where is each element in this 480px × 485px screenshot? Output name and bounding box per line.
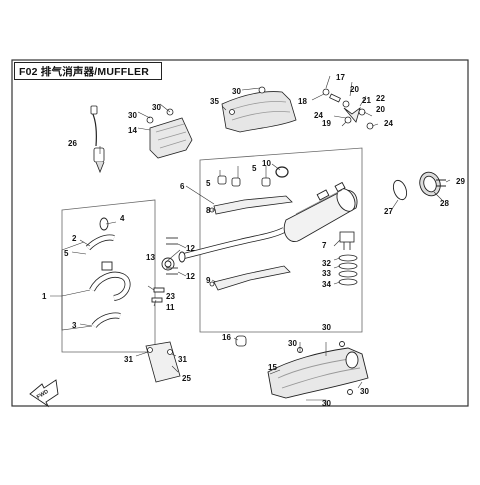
callout-30b: 30	[152, 103, 161, 112]
muffler-body-part	[283, 181, 358, 242]
support-bracket-part	[145, 341, 181, 383]
leader-lines	[50, 75, 451, 406]
clamp-parts	[217, 175, 271, 187]
callout-12b: 12	[186, 272, 195, 281]
callout-20b: 20	[376, 105, 385, 114]
callout-16: 16	[222, 333, 231, 342]
callout-26: 26	[68, 139, 77, 148]
callout-10: 10	[262, 159, 271, 168]
upper-heat-shield-part	[221, 86, 297, 133]
callout-31b: 31	[178, 355, 187, 364]
callout-5c: 5	[252, 164, 257, 173]
callout-labels: 1 2 3 4 5 5 5 6 7 8 9 10 11 12 12 13 14 …	[42, 73, 465, 408]
muffler-hanger-part	[338, 231, 358, 286]
end-cap-parts	[392, 171, 446, 201]
callout-27: 27	[384, 207, 393, 216]
gasket-ring-part	[275, 166, 289, 178]
callout-30c: 30	[232, 87, 241, 96]
mid-exhaust-pipe-part	[178, 227, 286, 263]
callout-24b: 24	[384, 119, 393, 128]
callout-3: 3	[72, 321, 77, 330]
callout-13: 13	[146, 253, 155, 262]
outer-border	[11, 59, 469, 407]
callout-1: 1	[42, 292, 47, 301]
callout-22: 22	[376, 94, 385, 103]
callout-5a: 5	[64, 249, 69, 258]
callout-15: 15	[268, 363, 277, 372]
callout-12a: 12	[186, 244, 195, 253]
callout-23: 23	[166, 292, 175, 301]
callout-32: 32	[322, 259, 331, 268]
forward-direction-icon: FWD	[29, 379, 59, 408]
callout-25: 25	[182, 374, 191, 383]
callout-30f: 30	[360, 387, 369, 396]
fwd-label: FWD	[36, 389, 50, 401]
callout-4: 4	[120, 214, 125, 223]
callout-9: 9	[206, 276, 211, 285]
callout-6: 6	[180, 182, 185, 191]
hanger-hardware-parts	[322, 88, 374, 130]
callout-17: 17	[336, 73, 345, 82]
callout-31a: 31	[124, 355, 133, 364]
lower-heat-shield-part	[267, 341, 369, 399]
callout-30e: 30	[288, 339, 297, 348]
mounting-bracket-lower-part	[209, 265, 291, 291]
callout-35: 35	[210, 97, 219, 106]
front-exhaust-pipe-parts	[85, 217, 178, 328]
callout-30a: 30	[128, 111, 137, 120]
callout-2: 2	[72, 234, 77, 243]
callout-19: 19	[322, 119, 331, 128]
callout-33: 33	[322, 269, 331, 278]
title-box: F02 排气消声器/MUFFLER	[14, 62, 162, 80]
callout-21: 21	[362, 96, 371, 105]
callout-24a: 24	[314, 111, 323, 120]
callout-34: 34	[322, 280, 331, 289]
group-box-muffler	[199, 147, 363, 333]
callout-20a: 20	[350, 85, 359, 94]
oxygen-sensor-part	[90, 105, 105, 174]
callout-11: 11	[166, 303, 175, 312]
callout-30g: 30	[322, 399, 331, 408]
grommet-part	[235, 335, 247, 347]
callout-8: 8	[206, 206, 211, 215]
callout-14: 14	[128, 126, 137, 135]
diagram-title: F02 排气消声器/MUFFLER	[19, 66, 149, 78]
callout-5b: 5	[206, 179, 211, 188]
callout-28: 28	[440, 199, 449, 208]
callout-30d: 30	[322, 323, 331, 332]
callout-7: 7	[322, 241, 327, 250]
callout-18: 18	[298, 97, 307, 106]
mounting-bracket-upper-part	[209, 195, 293, 215]
callout-29: 29	[456, 177, 465, 186]
rear-heat-shield-part	[146, 108, 193, 159]
